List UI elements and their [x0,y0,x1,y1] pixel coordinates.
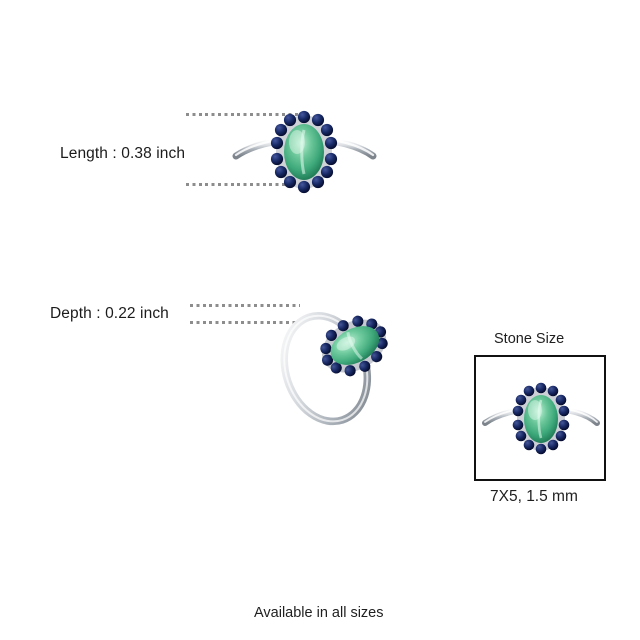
halo-sapphires [270,110,338,194]
halo-sapphires-angled [320,315,388,377]
stone-size-box [474,355,606,481]
availability-note: Available in all sizes [254,605,384,621]
depth-measurement-label: Depth : 0.22 inch [50,305,169,322]
stone-size-caption: 7X5, 1.5 mm [490,488,578,505]
depth-leader-line-top [190,304,300,307]
stone-size-heading: Stone Size [494,331,565,347]
depth-leader-line-bottom [190,321,300,324]
halo-sapphires-boxed [512,382,570,455]
length-leader-line-top [186,113,303,116]
ring-stone-size-view [482,379,600,459]
ring-front-view [232,110,377,194]
length-measurement-label: Length : 0.38 inch [60,145,186,162]
ring-angled-view [272,296,402,426]
center-emerald-stone-angled [330,326,380,365]
length-leader-line-bottom [186,183,303,186]
